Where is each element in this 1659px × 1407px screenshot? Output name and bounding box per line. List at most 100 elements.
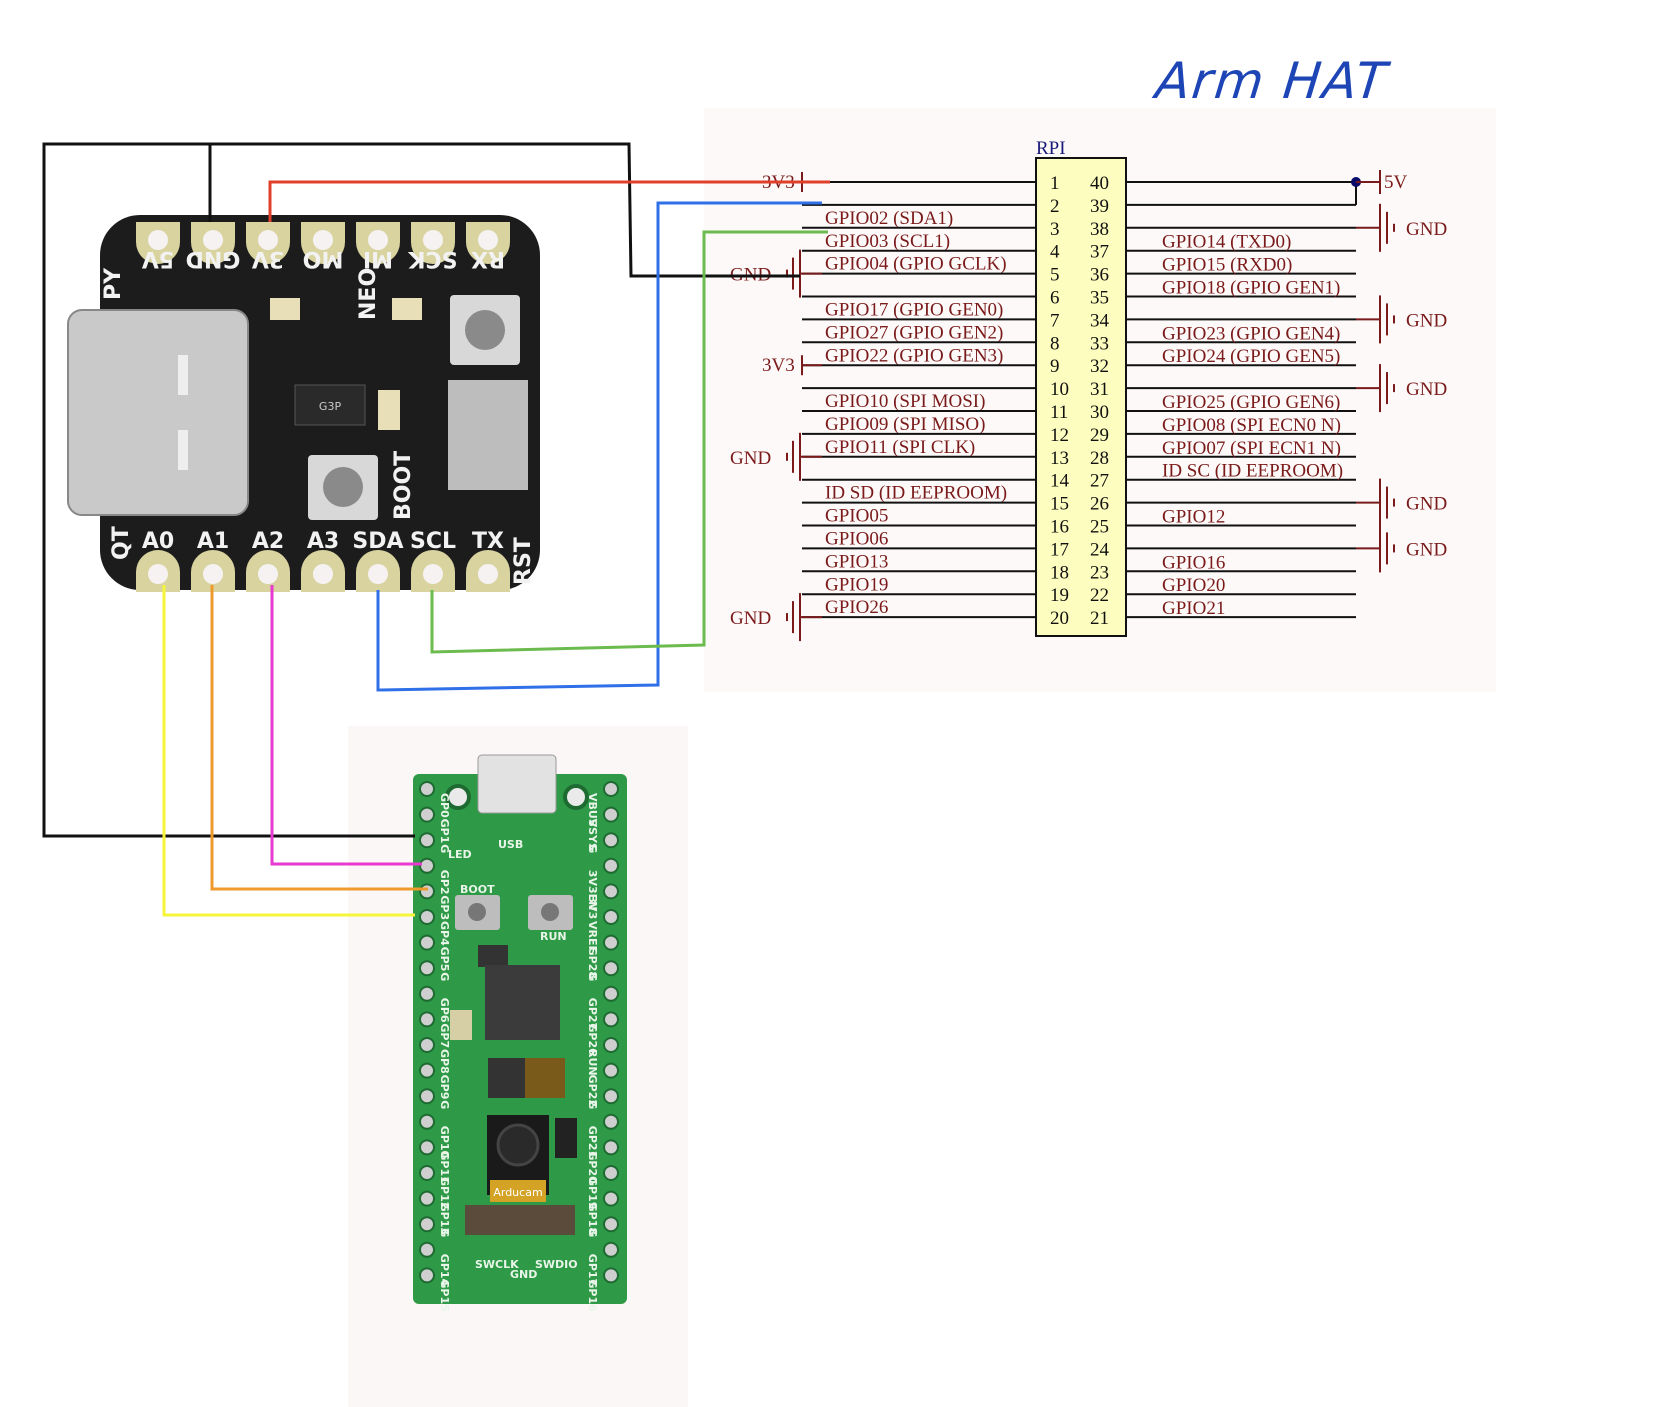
right-pin-number: 27 (1090, 471, 1109, 492)
right-pin-label: GPIO15 (RXD0) (1162, 255, 1292, 276)
left-pin-number: 11 (1050, 402, 1068, 423)
right-pin-number: 38 (1090, 219, 1109, 240)
py-label: PY (101, 267, 126, 300)
regulator-marking: G3P (319, 400, 342, 413)
left-pin-label: GPIO17 (GPIO GEN0) (825, 300, 1003, 321)
gnd-symbol-label: GND (730, 448, 771, 469)
right-pin-label: GPIO25 (GPIO GEN6) (1162, 392, 1340, 413)
pico-right-pin (603, 1088, 619, 1105)
smd-led (378, 390, 400, 430)
pico-left-pin-label: GP10 (438, 1126, 451, 1159)
camera-flex (490, 1180, 546, 1202)
scl-wire[interactable] (430, 230, 828, 654)
pico-left-pin-label: GP14 (438, 1254, 451, 1287)
a0-wire[interactable] (162, 585, 415, 917)
arducam-label: Arducam (493, 1186, 542, 1199)
bottom-pin-label: SDA (352, 529, 403, 554)
pico-left-pin (419, 806, 435, 823)
pico-left-pin-label: GP13 (438, 1203, 451, 1235)
power-led (270, 298, 300, 320)
right-pin-label: ID SC (ID EEPROOM) (1162, 461, 1343, 482)
sda-wire[interactable] (376, 201, 822, 692)
pad-hole (423, 564, 443, 584)
run-label: RUN (540, 930, 567, 943)
top-pin-label: 5V (142, 246, 174, 271)
left-pin-number: 17 (1050, 539, 1069, 560)
left-pin-label: GPIO26 (825, 597, 888, 618)
boot-label: BOOT (460, 883, 495, 896)
pico-left-pin (419, 960, 435, 977)
pico-right-pin-label: GP19 (586, 1177, 599, 1209)
qt-label: QT (109, 526, 134, 560)
swclk-label: SWCLK (475, 1258, 519, 1271)
boot-button-cap (323, 467, 363, 507)
pico-left-pin (419, 1113, 435, 1130)
pad-hole (203, 564, 223, 584)
left-pin-label: GPIO09 (SPI MISO) (825, 414, 985, 435)
pico-left-pin-label: GP8 (438, 1049, 451, 1074)
pico-left-pin (419, 832, 435, 849)
pico-right-pin (603, 781, 619, 797)
right-pin-number: 29 (1090, 425, 1109, 446)
right-pin-number: 34 (1090, 310, 1110, 331)
a1-wire[interactable] (210, 585, 428, 891)
left-pin-number: 1 (1050, 173, 1060, 194)
pico-right-pin (603, 1267, 619, 1284)
left-pin-number: 8 (1050, 333, 1060, 354)
pico-left-pin (419, 934, 435, 951)
pad-hole (478, 230, 498, 250)
pico-right-pin (603, 1165, 619, 1181)
pico-right-pin (603, 806, 619, 823)
run-button-cap (541, 903, 559, 921)
gnd-wire-rpi[interactable] (44, 142, 800, 278)
imu-chip (488, 1058, 528, 1098)
bottom-pin-label: SCL (410, 529, 456, 554)
neopixel-led (392, 298, 422, 320)
right-pin-label: GPIO20 (1162, 575, 1225, 596)
left-pin-number: 7 (1050, 310, 1060, 331)
right-pin-label: GPIO14 (TXD0) (1162, 232, 1291, 253)
pad-hole (368, 230, 388, 250)
pico-left-pin-label: GP3 (438, 895, 451, 920)
pad-hole (313, 230, 333, 250)
pico-left-pin (419, 909, 435, 925)
right-pin-number: 33 (1090, 333, 1109, 354)
left-pin-number: 13 (1050, 448, 1069, 469)
pico-right-pin (603, 934, 619, 951)
usb-c-slot (178, 355, 188, 395)
pad-hole (313, 564, 333, 584)
gnd-symbol-label: GND (1406, 310, 1447, 331)
pico-right-pin-label: VREF (586, 921, 599, 953)
pico-left-pin-label: GP2 (438, 870, 451, 895)
right-pin-number: 32 (1090, 356, 1109, 377)
right-pin-label: GPIO12 (1162, 507, 1225, 528)
right-pin-label: GPIO24 (GPIO GEN5) (1162, 346, 1340, 367)
bottom-pin-label: A1 (197, 529, 229, 554)
a2-wire[interactable] (270, 585, 422, 866)
left-pin-number: 18 (1050, 562, 1069, 583)
right-pin-number: 26 (1090, 494, 1109, 515)
wires (42, 142, 830, 917)
left-pin-number: 2 (1050, 196, 1060, 217)
top-pin-label: MI (363, 246, 393, 271)
pico-left-pin (419, 1165, 435, 1181)
sensor-module (525, 1058, 565, 1098)
left-pin-number: 4 (1050, 242, 1060, 263)
bottom-pin-label: A3 (307, 529, 339, 554)
pico-left-pin-label: G (438, 1228, 451, 1237)
pico-right-pin (603, 1139, 619, 1156)
pico-right-pin-label: GP22 (586, 1075, 599, 1107)
connector-body (1035, 157, 1127, 637)
pico-right-pin-label: RUN (586, 1049, 599, 1076)
pico-left-pin-label: G (438, 1100, 451, 1109)
boot-label: BOOT (391, 451, 416, 520)
right-pin-number: 40 (1090, 173, 1109, 194)
crystal (450, 1010, 472, 1040)
3v3-wire[interactable] (268, 180, 830, 222)
left-pin-number: 5 (1050, 265, 1060, 286)
pico-right-pin-label: VSYS (586, 819, 599, 851)
left-pin-label: GPIO05 (825, 506, 888, 527)
right-pin-number: 21 (1090, 608, 1109, 629)
pico-right-pin (603, 1037, 619, 1053)
